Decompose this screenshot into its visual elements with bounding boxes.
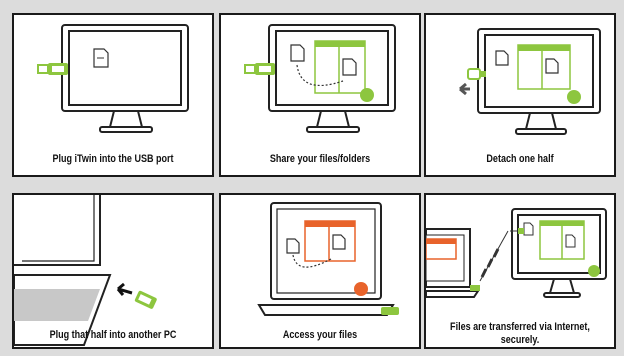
step-1-panel: Plug iTwin into the USB port	[12, 13, 214, 177]
step-4-caption: Plug that half into another PC	[32, 329, 194, 342]
step-3-panel: Detach one half	[424, 13, 616, 177]
detach-arrow-icon	[460, 84, 470, 94]
itwin-logo-icon	[567, 90, 581, 104]
folder-window	[524, 221, 584, 259]
folder-window	[518, 45, 570, 89]
itwin-usb-icon	[245, 63, 275, 75]
step-1-caption: Plug iTwin into the USB port	[32, 153, 194, 166]
step-3-caption: Detach one half	[443, 153, 597, 166]
itwin-usb-icon	[381, 307, 399, 315]
monitor-icon	[62, 25, 188, 132]
step-5-panel: Access your files	[219, 193, 421, 349]
itwin-logo-icon	[360, 88, 374, 102]
file-icon	[94, 49, 108, 67]
step-6-panel: Files are transferred via Internet, secu…	[424, 193, 616, 349]
step-5-caption: Access your files	[239, 329, 401, 342]
step-2-caption: Share your files/folders	[239, 153, 401, 166]
laptop-icon	[14, 195, 110, 345]
step-6-caption-line2: securely.	[443, 334, 597, 347]
step-6-caption-line1: Files are transferred via Internet,	[443, 321, 597, 334]
step-6-caption: Files are transferred via Internet, secu…	[443, 321, 597, 347]
itwin-usb-icon	[134, 290, 157, 309]
itwin-usb-icon	[38, 63, 68, 75]
itwin-logo-icon	[588, 265, 600, 277]
insert-arrow-icon	[118, 284, 132, 295]
itwin-usb-icon	[468, 69, 486, 79]
itwin-logo-icon	[354, 282, 368, 296]
laptop-icon	[426, 229, 480, 297]
step-4-panel: Plug that half into another PC	[12, 193, 214, 349]
shared-folder-window	[305, 221, 355, 261]
step-2-panel: Share your files/folders	[219, 13, 421, 177]
